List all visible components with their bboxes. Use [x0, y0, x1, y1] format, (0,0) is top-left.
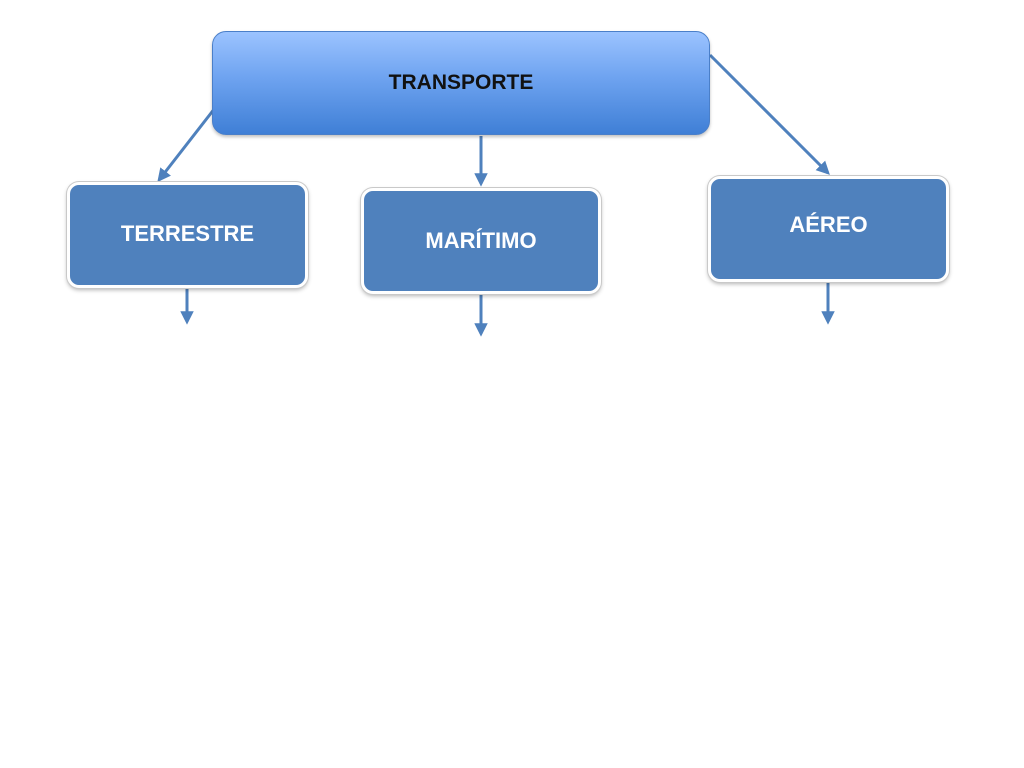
child-node-label: MARÍTIMO: [425, 227, 537, 253]
child-node-maritimo: MARÍTIMO: [361, 188, 601, 294]
arrow-root-to-terrestre: [157, 107, 217, 183]
child-node-terrestre: TERRESTRE: [67, 182, 308, 288]
root-node-label: TRANSPORTE: [388, 71, 534, 94]
child-node-label: AÉREO: [789, 212, 868, 237]
root-node-transporte: TRANSPORTE: [212, 31, 710, 135]
child-node-label: TERRESTRE: [120, 221, 255, 246]
arrow-root-to-aereo: [708, 53, 830, 175]
child-node-aereo: AÉREO: [708, 176, 949, 282]
